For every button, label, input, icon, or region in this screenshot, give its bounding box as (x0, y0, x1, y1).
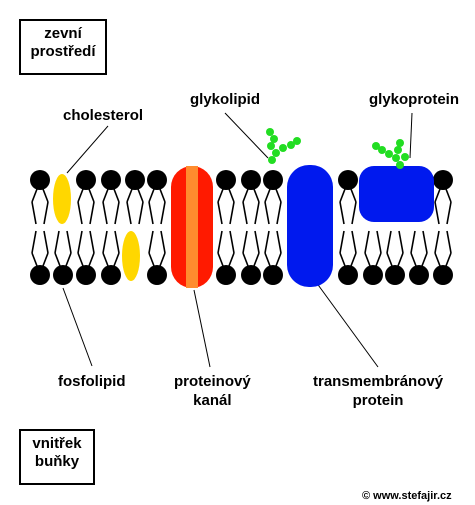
phospholipid-molecule (216, 170, 236, 225)
inside-region-line-1: vnitřek (32, 435, 82, 452)
transmembrane-protein-label-line-2: protein (352, 392, 404, 409)
phospholipid-molecule (101, 170, 121, 225)
phospholipid-molecule (409, 230, 429, 285)
phospholipid-molecule (433, 230, 453, 285)
phospholipid-molecule (30, 170, 50, 225)
channel-protein-label-line-2: kanál (193, 392, 232, 409)
glycoprotein (359, 166, 434, 222)
pointer-line-phospholipid (62, 287, 93, 367)
inside-region-line-2: buňky (34, 453, 80, 470)
phospholipid-molecule (76, 170, 96, 225)
phospholipid-molecule (241, 170, 261, 225)
pointer-line-cholesterol (66, 125, 109, 174)
channel-protein (171, 166, 213, 288)
glycoprotein-sugar-chain (372, 139, 409, 169)
phospholipid-molecule (241, 230, 261, 285)
inside-region-label: vnitřek buňky (19, 429, 95, 485)
phospholipid-molecule (338, 230, 358, 285)
transmembrane-protein-label: transmembránový protein (313, 372, 443, 410)
glycolipid-sugar-chain (266, 128, 301, 164)
phospholipid-molecule (385, 230, 405, 285)
phospholipid-molecule (53, 230, 73, 285)
phospholipid-bilayer (30, 170, 453, 285)
phospholipid-molecule (147, 170, 167, 225)
transmembrane-protein (287, 165, 333, 287)
copyright-text: © www.stefajir.cz (362, 490, 452, 502)
phospholipid-molecule (30, 230, 50, 285)
cholesterol-molecule-top (53, 174, 71, 224)
phospholipid-molecule (433, 170, 453, 225)
channel-protein-label-line-1: proteinový (174, 373, 251, 390)
transmembrane-protein-label-line-1: transmembránový (313, 373, 444, 390)
outside-region-label: zevní prostředí (19, 19, 107, 75)
phospholipid-label: fosfolipid (58, 373, 126, 390)
pointer-line-glycoprotein (409, 112, 413, 159)
phospholipid-molecule (338, 170, 358, 225)
cholesterol-molecule-bottom (122, 231, 140, 281)
phospholipid-molecule (363, 230, 383, 285)
glycoprotein-label: glykoprotein (369, 91, 460, 108)
pointer-lines (62, 112, 413, 368)
outside-region-line-2: prostředí (30, 43, 96, 60)
phospholipid-molecule (101, 230, 121, 285)
channel-protein-label: proteinový kanál (174, 372, 251, 410)
phospholipid-molecule (263, 170, 283, 225)
phospholipid-molecule (147, 230, 167, 285)
channel-protein-core (186, 166, 198, 288)
cholesterol-label: cholesterol (63, 107, 144, 124)
phospholipid-molecule (125, 170, 145, 225)
pointer-line-glycolipid (224, 112, 269, 159)
outside-region-line-1: zevní (44, 25, 82, 42)
phospholipid-molecule (216, 230, 236, 285)
phospholipid-molecule (76, 230, 96, 285)
pointer-line-transmembrane (315, 281, 379, 368)
pointer-line-channel (193, 289, 211, 368)
glycolipid-label: glykolipid (190, 91, 261, 108)
phospholipid-molecule (263, 230, 283, 285)
